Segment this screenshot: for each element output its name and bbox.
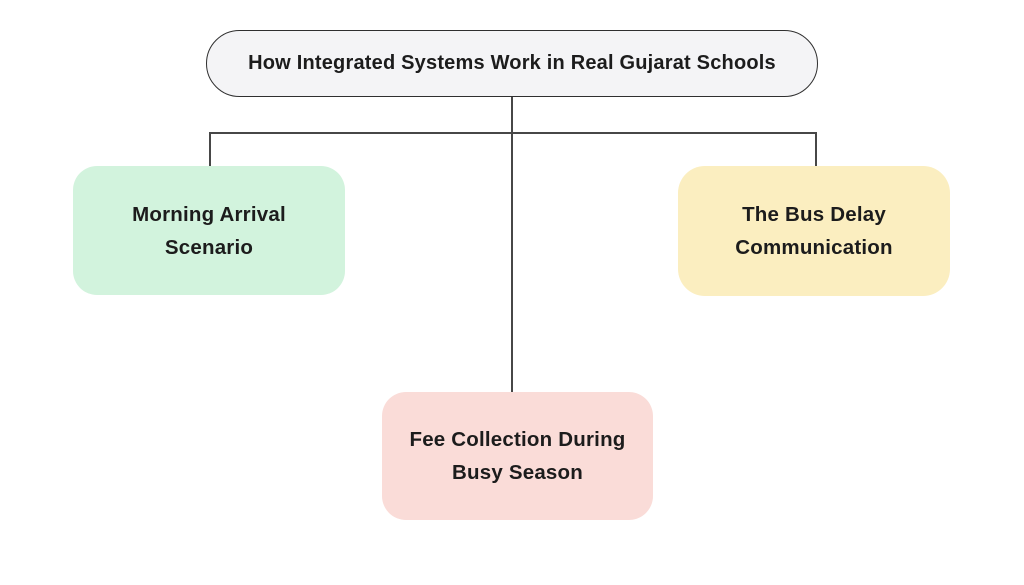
node-label-line: Scenario: [164, 235, 254, 259]
node-label-line: Busy Season: [452, 461, 583, 484]
node-fee-collection-busy-season: Fee Collection During Busy Season: [382, 392, 653, 520]
node-label-line: The Bus Delay: [742, 203, 886, 226]
root-node-label: How Integrated Systems Work in Real Guja…: [248, 52, 776, 74]
node-label-line: Morning Arrival: [132, 202, 286, 226]
connector-horizontal-rail: [209, 132, 816, 134]
connector-center-vertical: [511, 97, 513, 393]
connector-left-drop: [209, 132, 211, 167]
node-label-line: Communication: [735, 236, 893, 259]
node-bus-delay-communication: The Bus Delay Communication: [678, 166, 950, 296]
connector-right-drop: [815, 132, 817, 167]
node-morning-arrival-scenario: Morning Arrival Scenario: [73, 166, 345, 295]
node-label-line: Fee Collection During: [409, 428, 626, 451]
root-node-title: How Integrated Systems Work in Real Guja…: [206, 30, 818, 97]
